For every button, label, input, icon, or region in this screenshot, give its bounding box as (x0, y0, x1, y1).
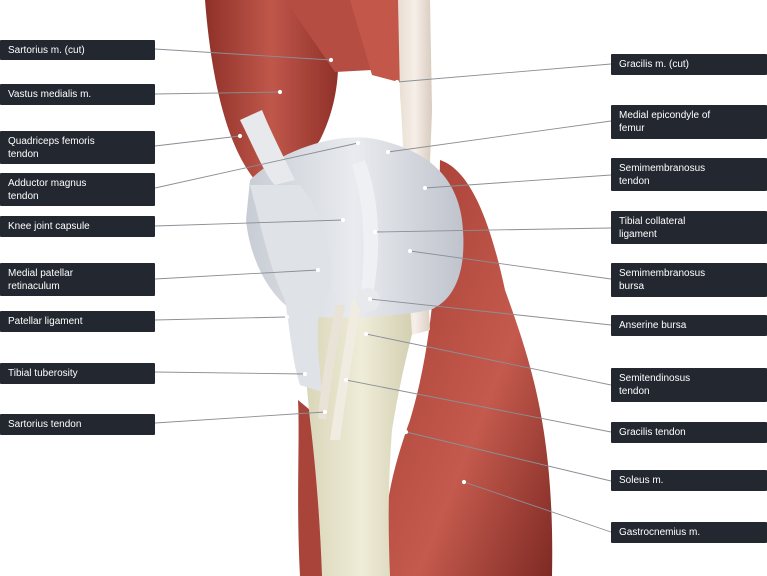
leader-dot (385, 149, 391, 155)
label-text: Adductor magnus (8, 177, 87, 189)
leader-dot (363, 331, 369, 337)
label-medial-patellar-retinaculum: Medial patellar retinaculum (0, 263, 155, 296)
leader-dots (237, 57, 467, 485)
leader-line (463, 481, 612, 533)
leader-dot (422, 185, 428, 191)
leader-dot (372, 229, 378, 235)
label-text: Medial patellar (8, 267, 74, 279)
leader-line (154, 135, 241, 147)
leader-dot (328, 57, 334, 63)
label-text: tendon (8, 190, 39, 202)
leader-line (154, 142, 359, 189)
label-text: Knee joint capsule (8, 221, 90, 232)
label-gracilis-tendon: Gracilis tendon (611, 422, 767, 443)
semitendinosus-tendon (330, 300, 362, 440)
label-text: Gracilis m. (cut) (619, 59, 689, 70)
leader-line (365, 333, 612, 386)
label-anserine-bursa: Anserine bursa (611, 315, 767, 336)
patellar-retinaculum (250, 185, 331, 392)
leader-dot (237, 133, 243, 139)
leader-dot (403, 429, 409, 435)
label-text: Vastus medialis m. (8, 89, 92, 100)
label-text: Soleus m. (619, 475, 664, 486)
leader-line (154, 371, 306, 375)
label-text: Patellar ligament (8, 316, 83, 327)
leader-line (369, 298, 612, 326)
label-text: Tibial tuberosity (8, 368, 78, 379)
sartorius-muscle (285, 0, 372, 72)
label-text: Semimembranosus (619, 162, 706, 174)
leader-line (154, 91, 281, 95)
leader-line (374, 227, 612, 233)
leader-dot (322, 409, 328, 415)
leader-dot (394, 79, 400, 85)
sartorius-tendon (318, 305, 345, 420)
leader-dot (367, 296, 373, 302)
label-semimembranosus-tendon: Semimembranosus tendon (611, 158, 767, 191)
label-text: Quadriceps femoris (8, 135, 95, 147)
label-text: bursa (619, 281, 645, 292)
label-text: Semitendinosus (619, 373, 691, 384)
label-tibial-collateral-ligament: Tibial collateral ligament (611, 211, 767, 244)
label-soleus: Soleus m. (611, 470, 767, 491)
label-text: tendon (619, 175, 650, 187)
leader-line (387, 120, 612, 153)
label-quadriceps-femoris-tendon: Quadriceps femoris tendon (0, 131, 155, 164)
leader-dot (315, 267, 321, 273)
label-knee-joint-capsule: Knee joint capsule (0, 216, 155, 237)
label-text: Tibial collateral (619, 215, 686, 227)
label-adductor-magnus-tendon: Adductor magnus tendon (0, 173, 155, 206)
quadriceps-tendon (240, 110, 295, 185)
leader-dot (284, 314, 290, 320)
label-sartorius-tendon: Sartorius tendon (0, 414, 155, 435)
label-text: Sartorius tendon (8, 419, 82, 430)
label-tibial-tuberosity: Tibial tuberosity (0, 363, 155, 384)
label-patellar-ligament: Patellar ligament (0, 311, 155, 332)
label-vastus-medialis: Vastus medialis m. (0, 84, 155, 105)
adductor-muscle (350, 0, 410, 85)
leader-line (154, 316, 288, 321)
leader-dot (355, 140, 361, 146)
leader-dot (343, 377, 349, 383)
label-semitendinosus-tendon: Semitendinosus tendon (611, 368, 767, 402)
label-sartorius-cut: Sartorius m. (cut) (0, 40, 155, 60)
leader-dot (407, 248, 413, 254)
label-text: tendon (8, 148, 39, 160)
label-text: Gracilis tendon (619, 427, 686, 438)
leader-line (424, 174, 612, 189)
leader-dot (340, 217, 346, 223)
label-gastrocnemius: Gastrocnemius m. (611, 522, 767, 543)
leader-line (409, 250, 612, 280)
leader-line (154, 219, 344, 227)
leader-dot (302, 371, 308, 377)
leader-dot (461, 479, 467, 485)
tibial-collateral-ligament (352, 160, 379, 300)
leader-line (345, 379, 612, 433)
leader-line (154, 269, 319, 280)
label-semimembranosus-bursa: Semimembranosus bursa (611, 263, 767, 297)
leader-lines (154, 48, 612, 533)
label-text: retinaculum (8, 280, 60, 292)
label-gracilis-cut: Gracilis m. (cut) (611, 54, 767, 75)
label-text: Semimembranosus (619, 268, 706, 279)
anserine-bursa (356, 288, 380, 312)
label-text: Medial epicondyle of (619, 110, 711, 121)
label-text: Anserine bursa (619, 320, 687, 331)
label-text: Gastrocnemius m. (619, 527, 701, 538)
label-text: ligament (619, 228, 657, 240)
label-text: Sartorius m. (cut) (8, 44, 85, 56)
leader-line (405, 431, 612, 482)
leader-line (396, 63, 612, 83)
gastrocnemius-muscle (383, 160, 553, 576)
label-text: femur (619, 123, 645, 134)
leader-dot (277, 89, 283, 95)
leader-line (154, 411, 326, 424)
label-medial-epicondyle-of-femur: Medial epicondyle of femur (611, 105, 767, 139)
leader-line (154, 48, 332, 61)
label-text: tendon (619, 386, 650, 397)
